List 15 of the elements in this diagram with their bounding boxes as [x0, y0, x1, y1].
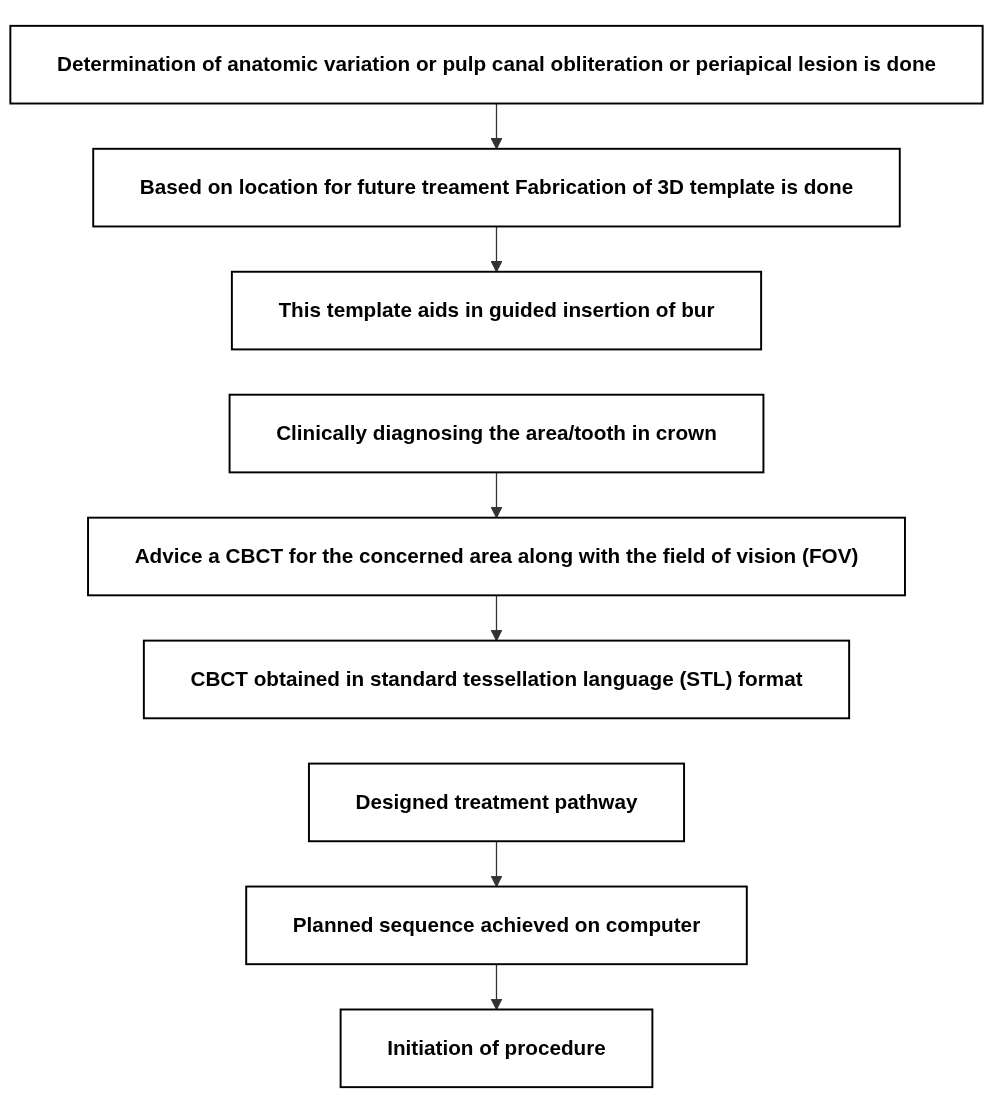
arrow: [490, 840, 503, 888]
node-box: Clinically diagnosing the area/tooth in crown: [228, 393, 765, 474]
node-box: Based on location for future treament Fabrication of 3D template is done: [92, 147, 901, 228]
node-box: CBCT obtained in standard tessellation language (STL) format: [142, 639, 851, 720]
arrow: [490, 594, 503, 642]
arrow: [490, 225, 503, 273]
node-box: Designed treatment pathway: [307, 762, 686, 843]
arrow: [490, 963, 503, 1010]
node-box: Determination of anatomic variation or pulp canal obliteration or periapical lesion is done: [9, 24, 984, 105]
arrow: [490, 471, 503, 519]
node-box: Initiation of procedure: [339, 1008, 654, 1089]
node-box: Planned sequence achieved on computer: [245, 885, 748, 966]
node-box: This template aids in guided insertion of bur: [230, 270, 763, 351]
node-box: Advice a CBCT for the concerned area along with the field of vision (FOV): [87, 516, 906, 597]
arrow: [490, 102, 503, 150]
